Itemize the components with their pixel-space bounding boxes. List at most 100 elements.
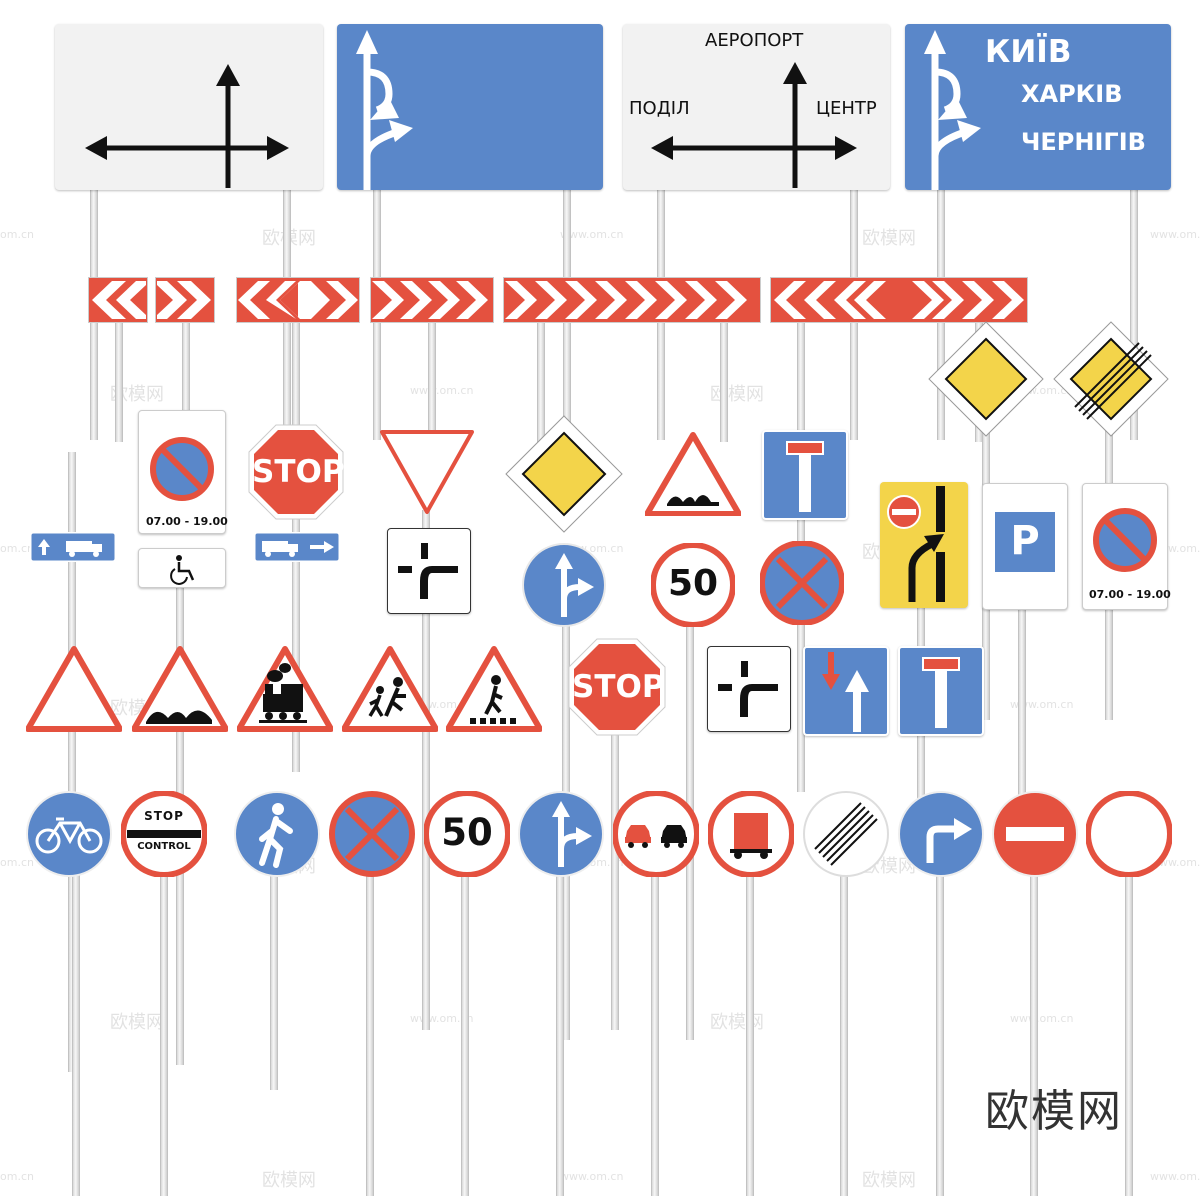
stop-control-sign: STOP CONTROL bbox=[120, 790, 208, 878]
stop-control-line1: STOP bbox=[144, 809, 184, 823]
watermark-url: www.om.cn bbox=[1150, 228, 1200, 241]
parking-letter: P bbox=[1010, 518, 1040, 564]
city-label-kharkiv: ХАРКІВ bbox=[1021, 80, 1123, 108]
pedestrian-crossing-sign bbox=[445, 646, 543, 732]
sign-pole bbox=[160, 870, 168, 1196]
dead-end-sign-upper bbox=[762, 430, 848, 520]
truck-icon bbox=[707, 790, 795, 878]
city-label-kyiv: КИЇВ bbox=[985, 34, 1072, 70]
sign-pole bbox=[611, 735, 619, 1030]
watermark: 欧模网 bbox=[710, 1012, 764, 1033]
sign-pole bbox=[115, 322, 123, 442]
parking-square bbox=[995, 512, 1055, 572]
sign-pole bbox=[1130, 188, 1138, 440]
children-icon bbox=[341, 646, 439, 732]
no-vehicles-sign bbox=[1085, 790, 1173, 878]
uneven-road-sign-upper bbox=[644, 432, 742, 517]
two-way-arrows-icon bbox=[822, 652, 869, 732]
temporary-lane-change-sign bbox=[880, 482, 968, 608]
watermark-url: om.cn bbox=[0, 228, 34, 241]
watermark-url: om.cn bbox=[0, 542, 34, 555]
crossroad-arrows-icon bbox=[651, 62, 857, 188]
warning-triangle-blank bbox=[25, 646, 123, 732]
chevron-board-right bbox=[155, 277, 215, 323]
speed-limit-value: 50 bbox=[441, 811, 493, 854]
lane-change-arrow-icon bbox=[887, 486, 945, 602]
sign-pole bbox=[422, 510, 430, 1030]
parking-sign: P bbox=[982, 483, 1068, 610]
watermark-url: www.om.cn bbox=[410, 384, 474, 397]
lane-turn-arrows-icon bbox=[924, 30, 981, 190]
direction-board-airport: АЕРОПОРТ ПОДІЛ ЦЕНТР bbox=[623, 24, 890, 190]
stop-control-line2: CONTROL bbox=[137, 841, 191, 852]
watermark-url: www.om.cn bbox=[560, 228, 624, 241]
direction-board-crossroad bbox=[55, 24, 323, 190]
crossroad-arrows-icon bbox=[85, 64, 289, 188]
no-parking-icon bbox=[1093, 508, 1157, 572]
destination-label-right: ЦЕНТР bbox=[816, 98, 877, 119]
chevron-board-right-long bbox=[370, 277, 494, 323]
priority-road-sign bbox=[928, 321, 1044, 437]
steam-train-icon bbox=[236, 646, 334, 732]
uneven-road-sign bbox=[131, 646, 229, 732]
dead-end-icon bbox=[786, 441, 824, 512]
road-shape-plate-lower bbox=[707, 646, 791, 732]
chevron-board-right-extra-long bbox=[503, 277, 761, 323]
watermark: 欧模网 bbox=[110, 1012, 164, 1033]
sign-pole bbox=[1018, 605, 1026, 865]
right-turn-arrow-icon bbox=[898, 791, 984, 877]
junction-shape-icon bbox=[398, 543, 458, 599]
dead-end-sign-lower bbox=[898, 646, 984, 736]
sign-pole bbox=[366, 870, 374, 1196]
chevron-board-both-extra-long bbox=[770, 277, 1028, 323]
direction-board-cities: КИЇВ ХАРКІВ ЧЕРНІГІВ bbox=[905, 24, 1171, 190]
time-plate-text: 07.00 - 19.00 bbox=[146, 515, 228, 528]
dead-end-icon bbox=[922, 657, 960, 728]
pedestrian-icon bbox=[445, 646, 543, 732]
no-entry-sign bbox=[992, 791, 1078, 877]
chevron-board-both bbox=[236, 277, 360, 323]
yield-sign bbox=[380, 430, 474, 514]
sign-pole bbox=[270, 860, 278, 1090]
watermark: 欧模网 bbox=[862, 1170, 916, 1191]
speed-limit-sign-lower: 50 bbox=[423, 790, 511, 878]
watermark: 欧模网 bbox=[710, 384, 764, 405]
sign-pole bbox=[1030, 870, 1038, 1196]
lane-turn-arrows-icon bbox=[356, 30, 413, 190]
watermark-url: www.om.cn bbox=[1010, 1012, 1074, 1025]
truck-direction-plate bbox=[29, 531, 117, 563]
watermark: 欧模网 bbox=[862, 228, 916, 249]
end-priority-road-sign bbox=[1053, 321, 1169, 437]
wheelchair-icon bbox=[170, 555, 195, 585]
stop-label: STOP bbox=[572, 669, 665, 705]
destination-label-left: ПОДІЛ bbox=[629, 98, 690, 119]
chevron-board-left bbox=[88, 277, 148, 323]
disabled-plate bbox=[138, 548, 226, 588]
straight-or-right-sign-upper bbox=[522, 543, 606, 627]
no-parking-time-sign: 07.00 - 19.00 bbox=[138, 410, 228, 534]
no-trucks-sign bbox=[707, 790, 795, 878]
watermark-url: www.om.cn bbox=[1150, 1170, 1200, 1183]
time-plate-text: 07.00 - 19.00 bbox=[1089, 588, 1171, 601]
no-parking-time-sign-right: 07.00 - 19.00 bbox=[1082, 483, 1171, 610]
sign-pole bbox=[720, 322, 728, 442]
no-stopping-sign-lower bbox=[329, 791, 415, 877]
turn-right-sign bbox=[898, 791, 984, 877]
brand-watermark: 欧模网 bbox=[985, 1086, 1123, 1137]
watermark-url: om.cn bbox=[0, 856, 34, 869]
straight-or-right-sign-lower bbox=[518, 791, 604, 877]
sign-pole bbox=[1125, 870, 1133, 1196]
walking-person-icon bbox=[234, 791, 320, 877]
road-shape-plate bbox=[387, 528, 471, 614]
pedestrian-path-sign bbox=[234, 791, 320, 877]
sign-pole bbox=[428, 322, 436, 442]
watermark: 欧模网 bbox=[110, 384, 164, 405]
children-crossing-sign bbox=[341, 646, 439, 732]
stop-sign-lower: STOP bbox=[568, 638, 666, 736]
sign-pole bbox=[72, 870, 80, 1196]
priority-over-oncoming-sign bbox=[803, 646, 889, 736]
speed-limit-sign-upper: 50 bbox=[650, 542, 736, 628]
no-parking-icon bbox=[150, 437, 214, 501]
sign-pole bbox=[461, 870, 469, 1196]
